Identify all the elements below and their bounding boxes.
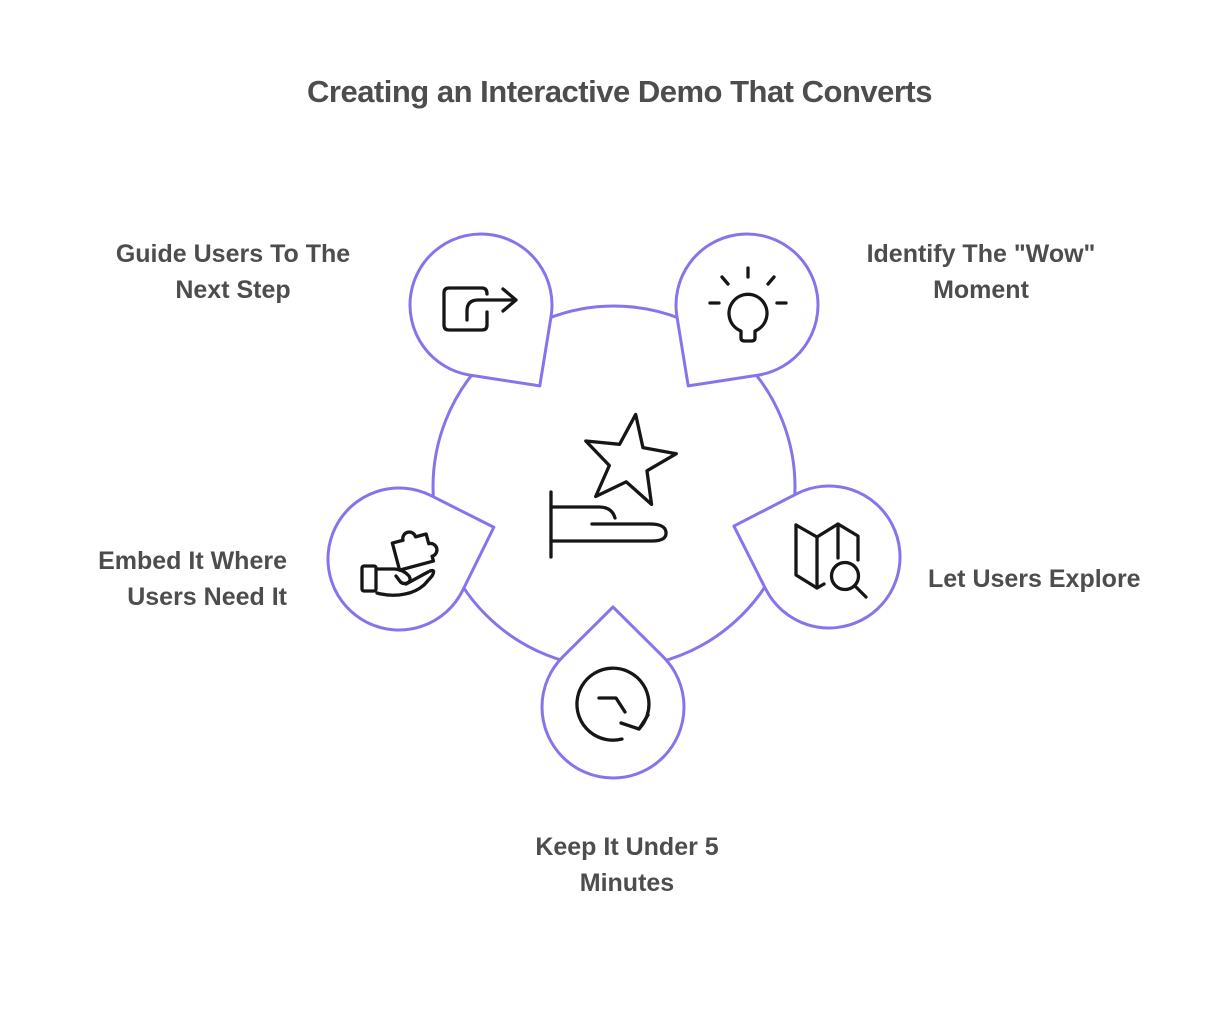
node-label-let-users-explore: Let Users Explore [928, 565, 1141, 593]
hand-presenting-star-icon [549, 412, 678, 559]
export-arrow-icon [442, 286, 518, 332]
node-label-keep-under-5: Keep It Under 5 Minutes [535, 833, 719, 897]
map-search-icon [794, 522, 868, 599]
node-label-guide-users: Guide Users To The Next Step [115, 240, 351, 304]
node-shape-right [710, 457, 920, 648]
node-label-wow-moment: Identify The "Wow" Moment [866, 240, 1096, 304]
node-shape-bottom [540, 605, 686, 780]
node-shape-left [307, 458, 518, 651]
lightbulb-icon [708, 266, 788, 343]
countdown-clock-icon [575, 666, 651, 742]
node-shape-top-right [629, 204, 848, 430]
page-title: Creating an Interactive Demo That Conver… [307, 74, 933, 109]
node-label-embed-it: Embed It Where Users Need It [98, 547, 287, 611]
node-shape-top-left [380, 204, 599, 430]
hand-puzzle-icon [360, 530, 439, 597]
